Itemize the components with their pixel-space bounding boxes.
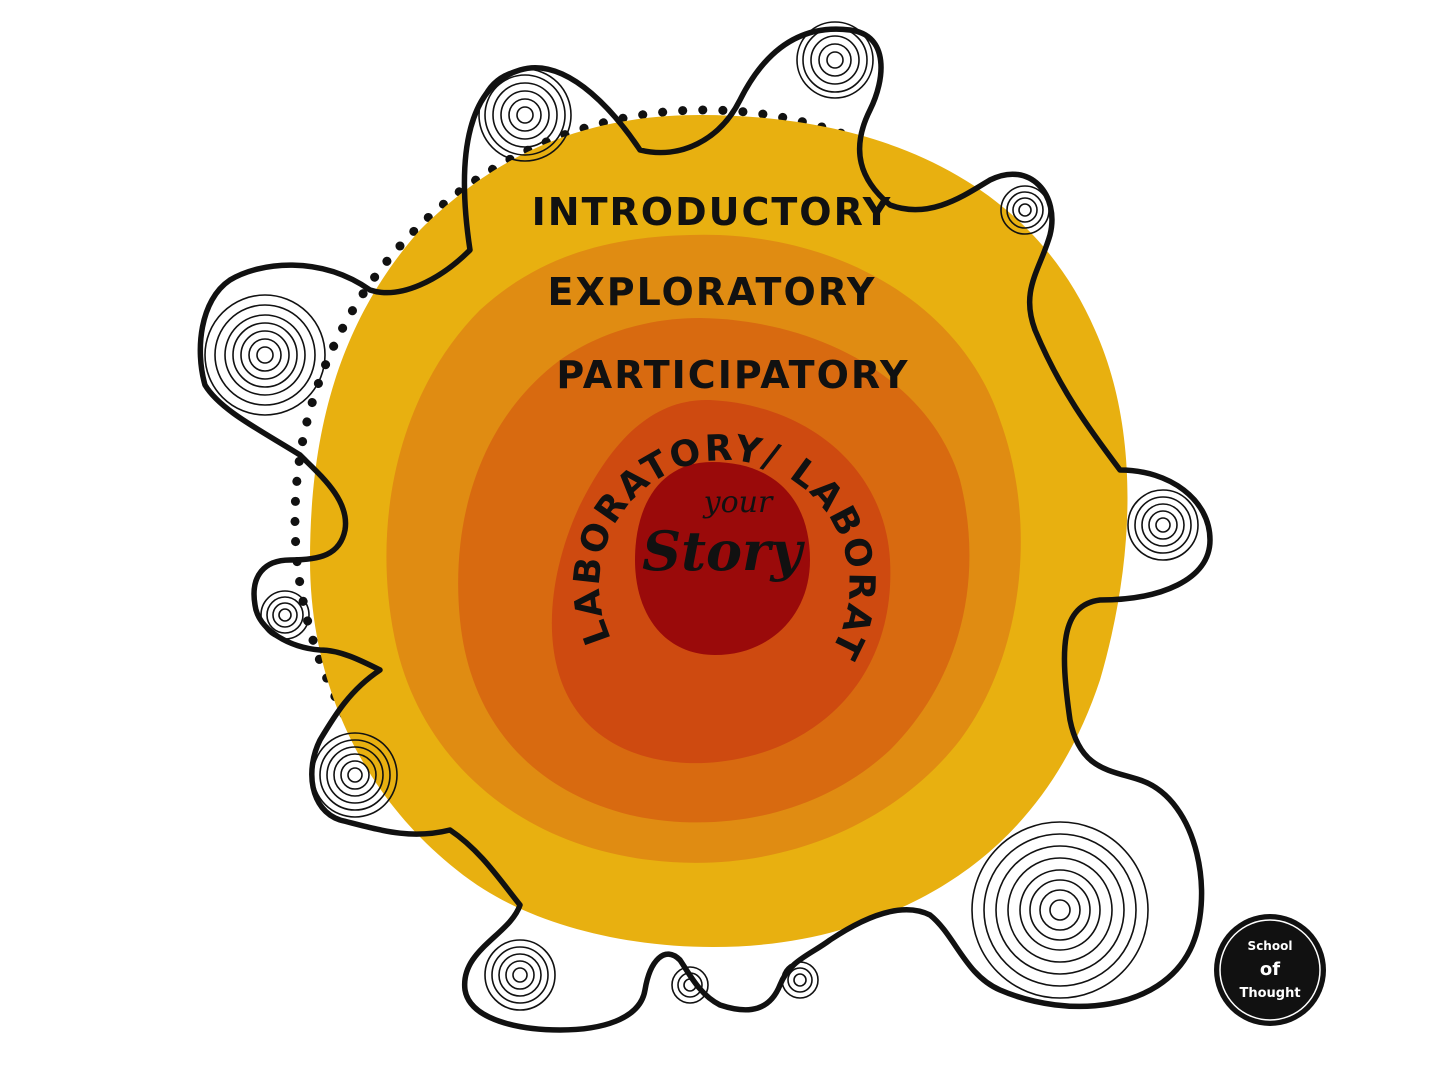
logo-line1: School — [1248, 939, 1293, 953]
spiral-lobe-bottom-mid2 — [781, 961, 819, 999]
spiral-lobe-left-low — [312, 732, 398, 818]
center-your: your — [702, 485, 774, 520]
spiral-lobe-bottom-mid — [671, 966, 709, 1004]
logo-line2: of — [1260, 959, 1280, 980]
label-exploratory: EXPLORATORY — [548, 270, 877, 314]
school-of-thought-logo: School of Thought — [1214, 914, 1326, 1026]
ring-core — [635, 462, 810, 655]
label-introductory: INTRODUCTORY — [532, 190, 893, 234]
spiral-lobe-top — [796, 21, 874, 99]
spiral-lobe-top-left — [478, 68, 572, 162]
spiral-lobe-bottom-left — [484, 939, 556, 1011]
spiral-lobe-bottom-right — [971, 821, 1149, 999]
wavy-outline — [197, 26, 1213, 1033]
center-story: Story — [642, 519, 805, 583]
spiral-lobe-right-top — [1000, 185, 1050, 235]
spiral-lobe-left — [204, 294, 326, 416]
label-participatory: PARTICIPATORY — [556, 353, 909, 397]
logo-line3: Thought — [1239, 986, 1300, 1001]
spiral-lobe-left-mid — [260, 590, 310, 640]
spiral-lobe-right — [1127, 489, 1199, 561]
